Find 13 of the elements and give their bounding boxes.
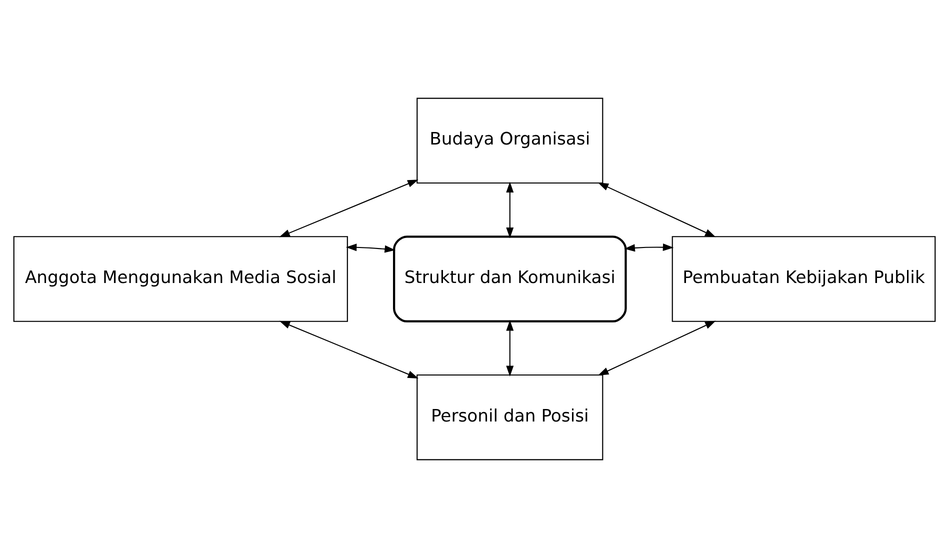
node-box: Pembuatan Kebijakan Publik — [671, 236, 936, 322]
arrow — [597, 182, 716, 238]
arrow — [278, 320, 418, 378]
node-box: Anggota Menggunakan Media Sosial — [12, 236, 348, 322]
node-box: Personil dan Posisi — [416, 374, 603, 460]
node-box: Struktur dan Komunikasi — [392, 236, 626, 322]
arrow — [506, 320, 514, 377]
node-box: Budaya Organisasi — [416, 98, 603, 184]
arrow — [278, 180, 418, 238]
arrow — [597, 320, 716, 376]
arrow — [345, 244, 395, 253]
arrow — [506, 182, 514, 238]
arrow — [624, 244, 674, 252]
